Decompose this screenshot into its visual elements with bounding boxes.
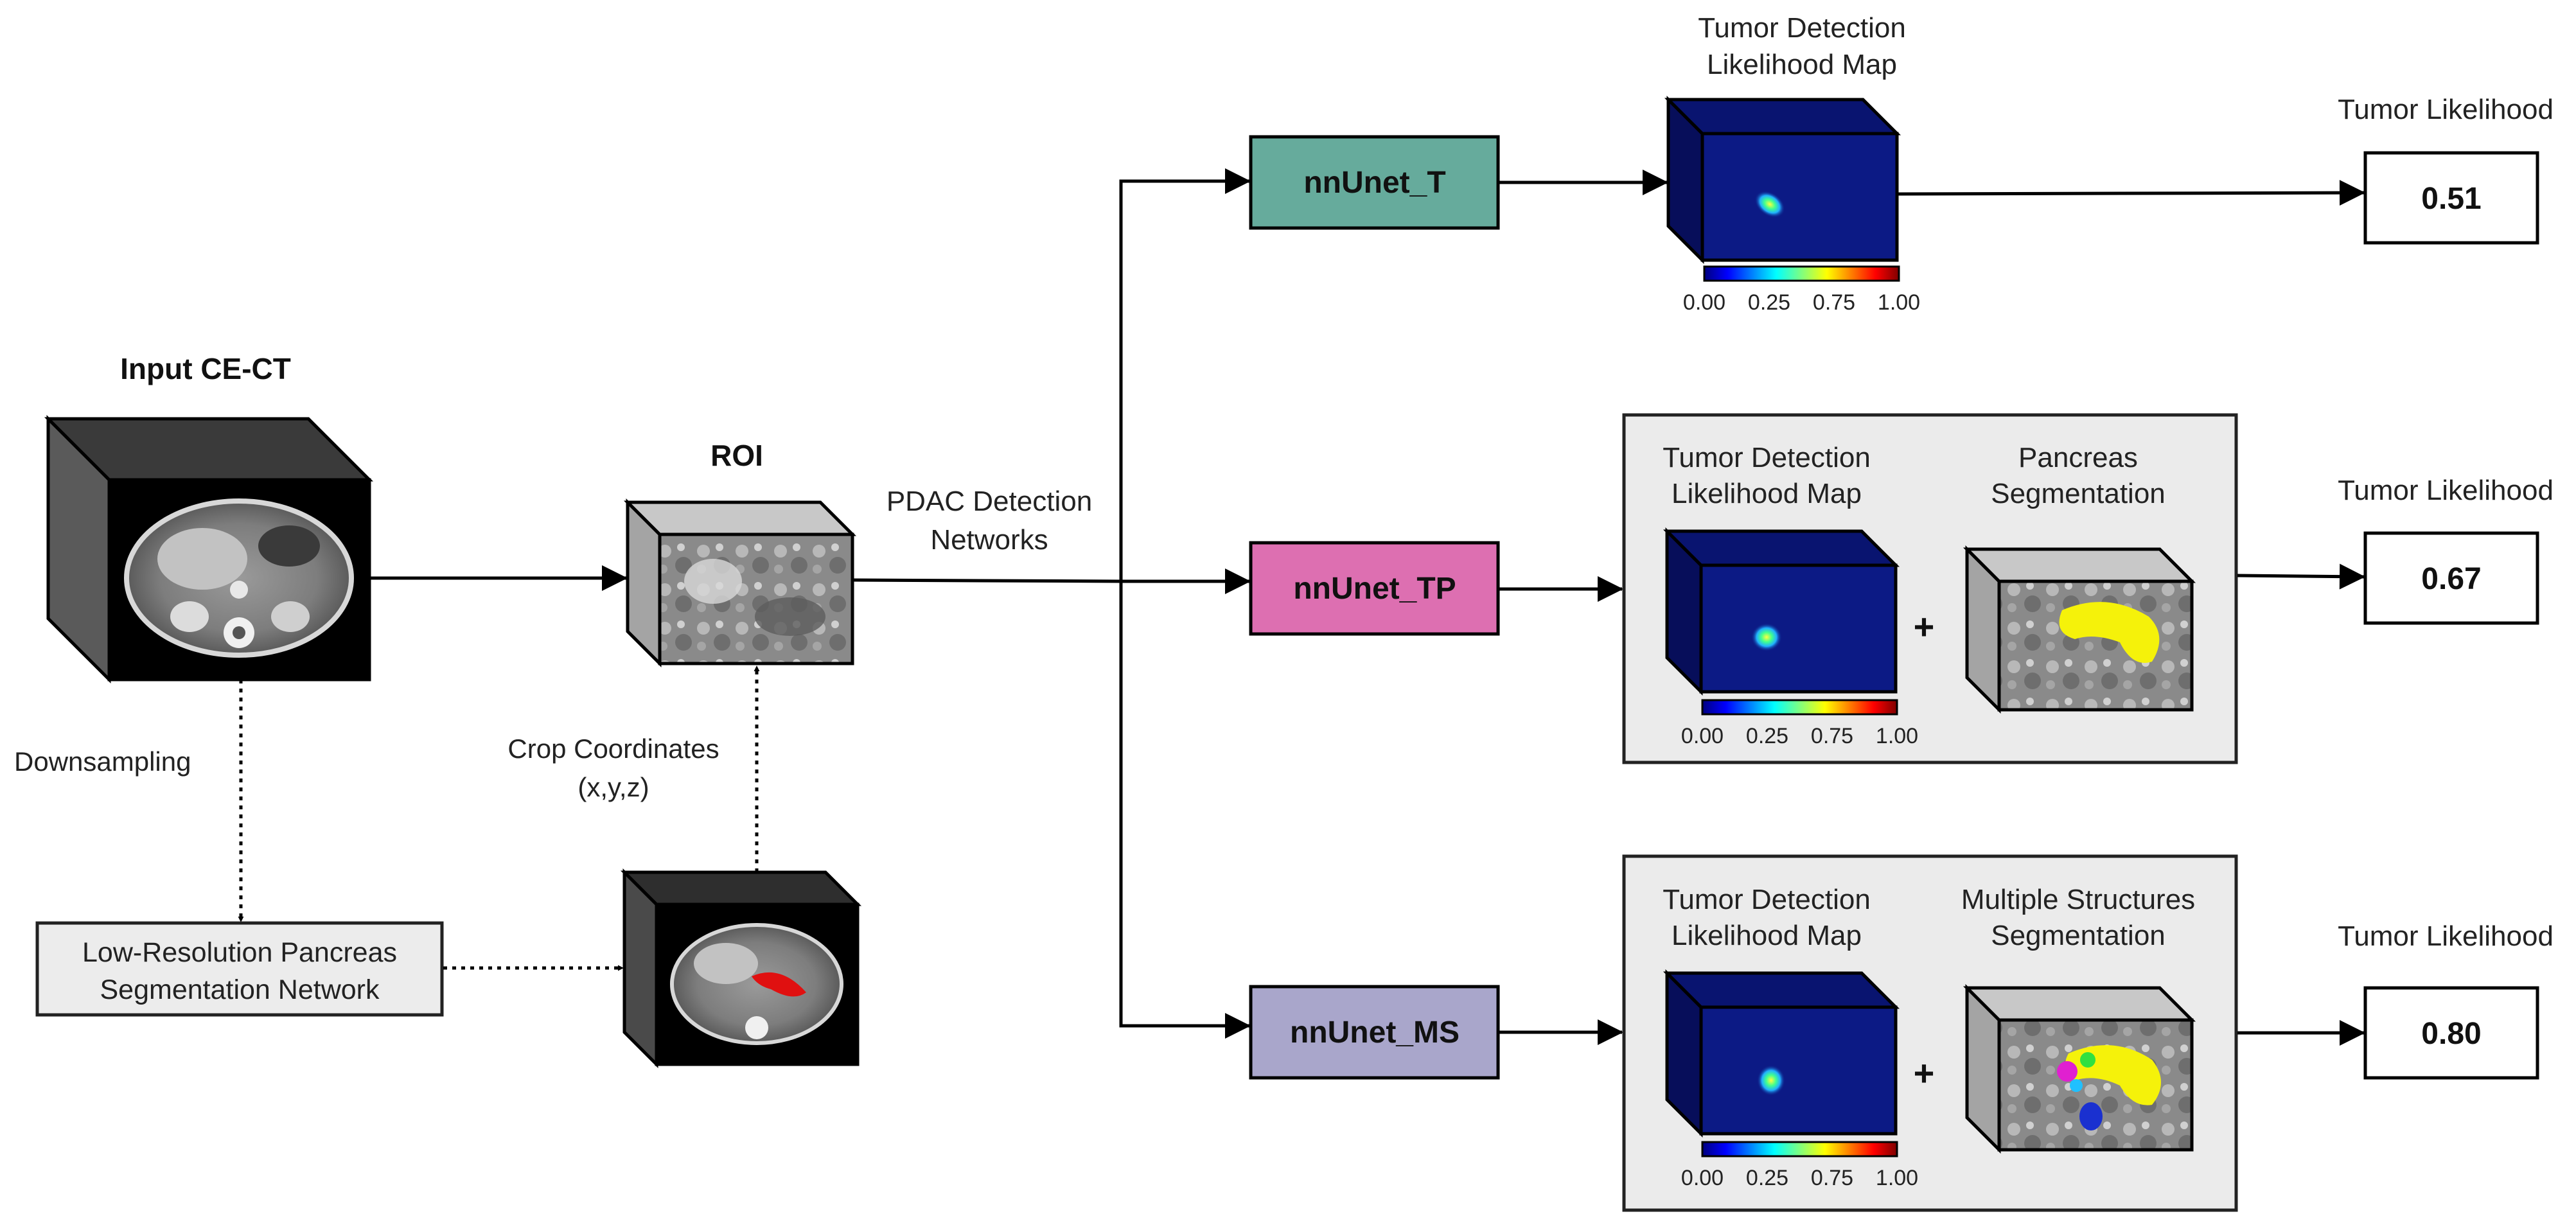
lowres-network-line1: Low-Resolution Pancreas	[82, 937, 397, 968]
pdac-label-line1: PDAC Detection	[887, 486, 1092, 517]
colorbar-tick-label: 1.00	[1876, 1166, 1918, 1190]
network-box-tp: nnUnet_TP	[1249, 541, 1500, 636]
tp-pancreas-segmentation	[1963, 545, 2196, 714]
tp-map-title-line2: Likelihood Map	[1672, 478, 1862, 509]
output-title-bottom: Tumor Likelihood	[2338, 920, 2554, 952]
output-box-middle	[2363, 531, 2539, 625]
top-colorbar: 0.00 0.25 0.75 1.00	[1683, 265, 1920, 315]
tp-seg-title-line1: Pancreas	[2018, 442, 2138, 473]
lowres-mask-volume	[620, 868, 862, 1069]
colorbar-tick-label: 1.00	[1878, 290, 1920, 315]
roi-title: ROI	[710, 439, 763, 472]
network-label-tp: nnUnet_TP	[1293, 572, 1456, 606]
output-title-middle: Tumor Likelihood	[2338, 475, 2554, 506]
tp-seg-title-line2: Segmentation	[1991, 478, 2166, 509]
ms-map-title-line2: Likelihood Map	[1672, 920, 1862, 951]
split-to-top-line	[1119, 168, 1251, 581]
ms-likelihood-map	[1663, 969, 1900, 1138]
crop-label-line2: (x,y,z)	[578, 772, 649, 802]
colorbar-tick-label: 0.75	[1811, 1166, 1853, 1190]
pdac-label-line2: Networks	[930, 524, 1048, 556]
tp-map-title-line1: Tumor Detection	[1663, 442, 1871, 473]
tp-colorbar: 0.00 0.25 0.75 1.00	[1681, 699, 1918, 748]
tp-plus: +	[1914, 606, 1935, 647]
tp-likelihood-map	[1663, 527, 1900, 696]
top-map-to-output-arrow	[1898, 180, 2365, 206]
colorbar-gradient	[1703, 265, 1900, 282]
colorbar-tick-label: 1.00	[1876, 724, 1918, 748]
top-map-title-line2: Likelihood Map	[1707, 49, 1897, 80]
output-value-middle: 0.67	[2421, 562, 2481, 596]
top-likelihood-map	[1664, 95, 1901, 265]
colorbar-tick-label: 0.75	[1813, 290, 1855, 315]
ms-multiple-structures-segmentation	[1963, 983, 2196, 1154]
colorbar-gradient	[1701, 699, 1898, 716]
network-box-ms: nnUnet_MS	[1249, 985, 1500, 1080]
output-box-top	[2363, 151, 2539, 245]
roi-volume	[623, 498, 857, 668]
colorbar-tick-label: 0.75	[1811, 724, 1853, 748]
ms-seg-title-line2: Segmentation	[1991, 920, 2166, 951]
output-value-bottom: 0.80	[2421, 1017, 2481, 1051]
lowres-network-line2: Segmentation Network	[100, 974, 380, 1005]
lowres-network-box	[35, 921, 444, 1017]
network-label-ms: nnUnet_MS	[1290, 1016, 1460, 1050]
output-value-top: 0.51	[2421, 182, 2481, 216]
colorbar-tick-label: 0.00	[1681, 1166, 1724, 1190]
tp-panel-to-output-arrow	[2237, 563, 2365, 590]
colorbar-tick-label: 0.00	[1681, 724, 1724, 748]
output-title-top: Tumor Likelihood	[2338, 94, 2554, 125]
network-box-t: nnUnet_T	[1249, 135, 1500, 230]
colorbar-gradient	[1701, 1141, 1898, 1157]
split-to-bottom-line	[1119, 581, 1251, 1039]
ms-colorbar: 0.00 0.25 0.75 1.00	[1681, 1141, 1918, 1190]
ms-map-title-line1: Tumor Detection	[1663, 884, 1871, 915]
roi-to-split-line	[852, 578, 1122, 583]
ms-plus: +	[1914, 1053, 1935, 1093]
input-ct-volume	[44, 414, 374, 684]
input-title: Input CE-CT	[120, 352, 291, 385]
colorbar-tick-label: 0.25	[1746, 724, 1788, 748]
colorbar-tick-label: 0.00	[1683, 290, 1725, 315]
colorbar-tick-label: 0.25	[1748, 290, 1790, 315]
crop-label-line1: Crop Coordinates	[507, 734, 719, 764]
output-box-bottom	[2363, 986, 2539, 1080]
downsampling-label: Downsampling	[14, 746, 191, 777]
ms-seg-title-line1: Multiple Structures	[1961, 884, 2195, 915]
top-map-title-line1: Tumor Detection	[1698, 12, 1906, 44]
network-label-t: nnUnet_T	[1303, 166, 1445, 200]
colorbar-tick-label: 0.25	[1746, 1166, 1788, 1190]
